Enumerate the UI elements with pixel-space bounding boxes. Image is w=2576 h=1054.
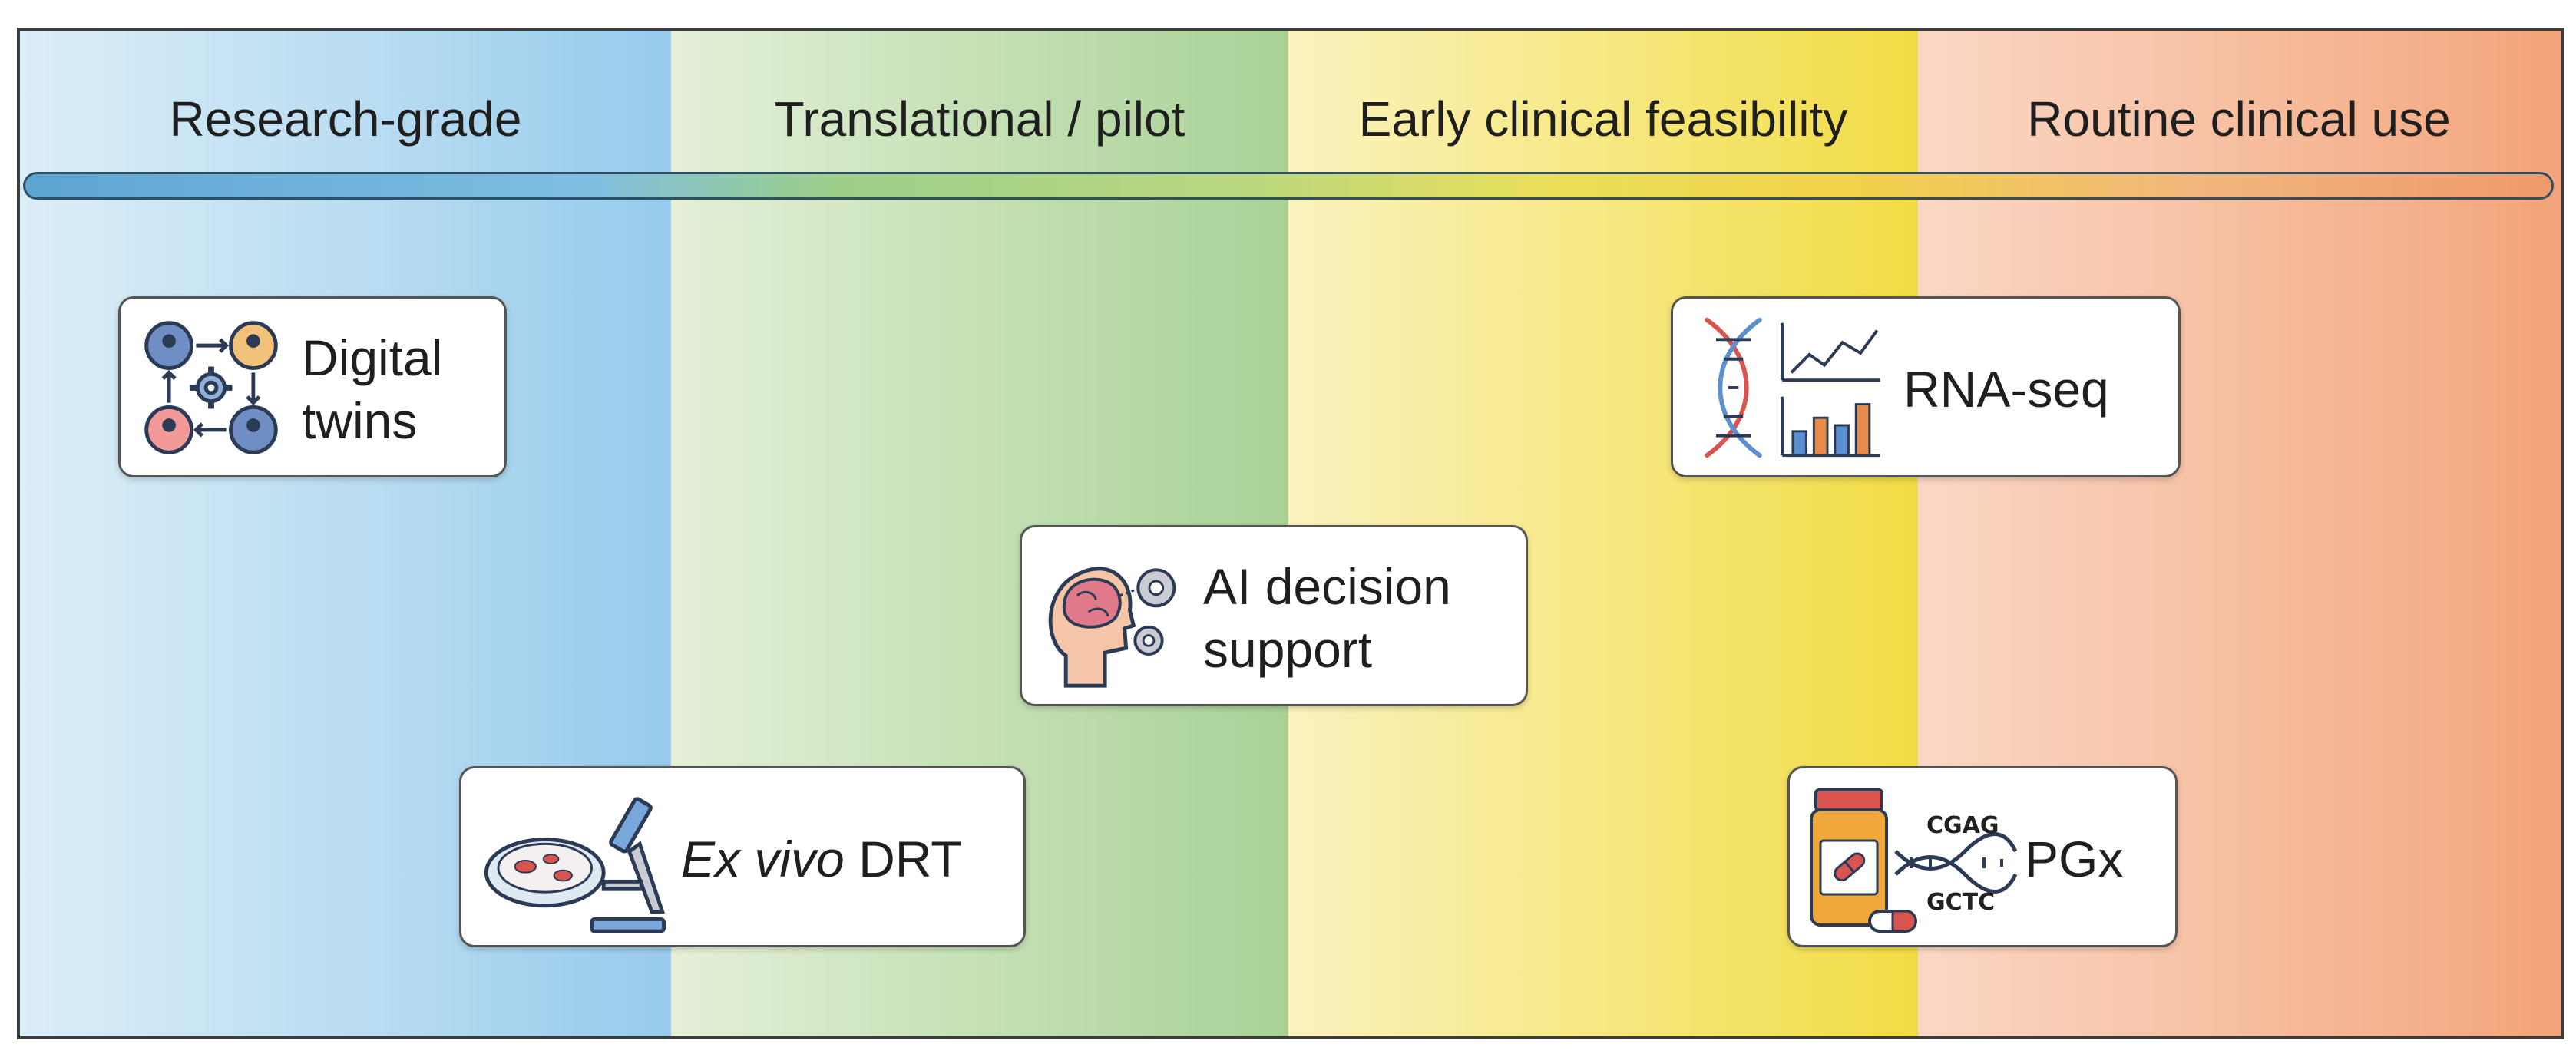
card-ai-label: AI decision support (1203, 555, 1451, 681)
card-ex-vivo-label: Ex vivo DRT (681, 828, 962, 890)
card-digital-twins: Digital twins (118, 296, 507, 477)
dna-chart-icon (1705, 317, 1880, 458)
card-ex-vivo-italic: Ex vivo (681, 831, 845, 887)
brain-gears-icon (1048, 567, 1176, 688)
pgx-seq-bottom: GCTC (1926, 889, 1995, 916)
stage-label-early-clinical: Early clinical feasibility (1358, 91, 1848, 147)
card-ex-vivo-drt: Ex vivo DRT (459, 766, 1026, 947)
card-ai-line2: support (1203, 621, 1373, 678)
pgx-seq-top: CGAG (1926, 812, 1999, 839)
diagram-frame: Research-grade Translational / pilot Ear… (17, 28, 2564, 1039)
card-pgx: CGAG GCTC PGx (1787, 766, 2178, 947)
stage-label-translational: Translational / pilot (774, 91, 1185, 147)
card-rna-seq-label: RNA-seq (1903, 361, 2109, 418)
pill-bottle-dna-icon: CGAG GCTC (1810, 788, 2018, 933)
card-digital-twins-label: Digital twins (302, 326, 442, 452)
card-ai-line1: AI decision (1203, 558, 1451, 615)
card-digital-twins-line2: twins (302, 392, 418, 449)
network-people-gear-icon (144, 321, 278, 454)
stage-label-routine-clinical: Routine clinical use (2027, 91, 2451, 147)
card-rna-seq: RNA-seq (1671, 296, 2181, 477)
petri-microscope-icon (484, 797, 666, 933)
card-ai-decision-support: AI decision support (1020, 525, 1528, 706)
card-ex-vivo-rest: DRT (844, 831, 962, 887)
card-digital-twins-line1: Digital (302, 329, 443, 386)
stage-label-research-grade: Research-grade (169, 91, 522, 147)
timeline-bar (23, 172, 2554, 200)
card-pgx-label: PGx (2025, 831, 2124, 887)
